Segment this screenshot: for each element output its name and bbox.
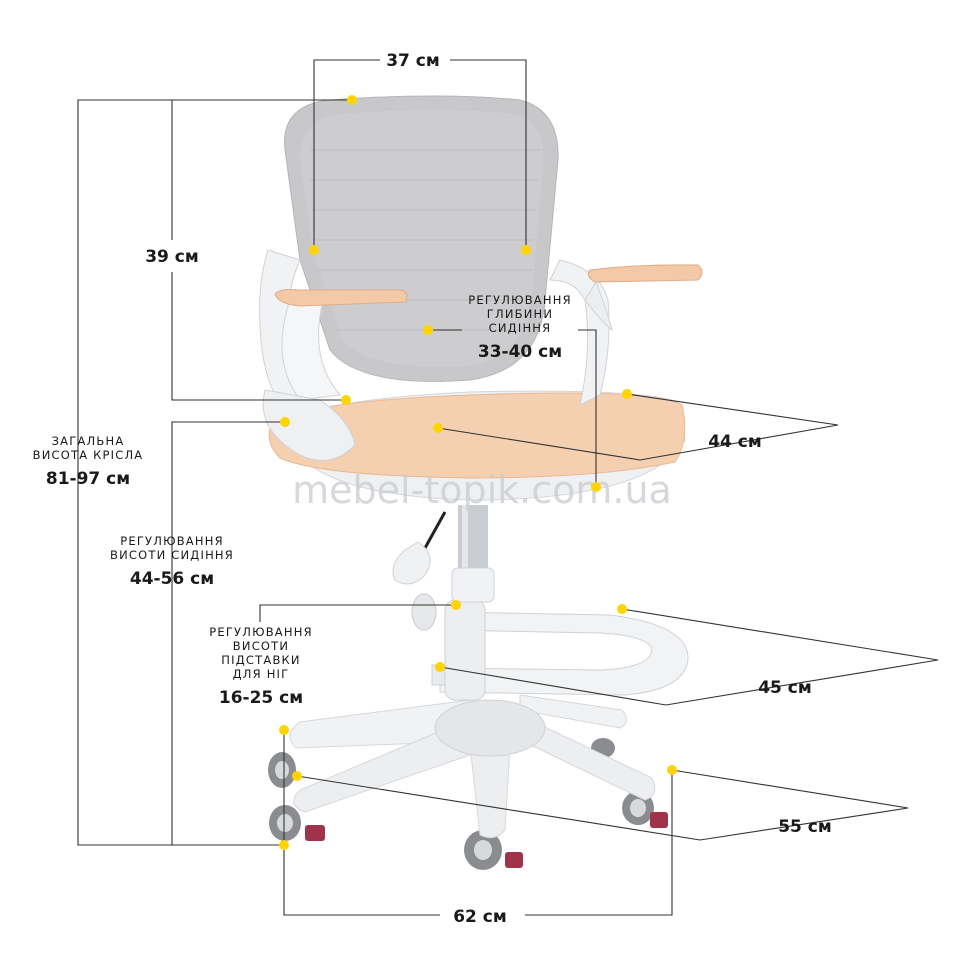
five-star-base — [289, 694, 656, 839]
point-seat-right — [622, 389, 632, 399]
point-backrest-bottom — [341, 395, 351, 405]
label-seat-depth-line1: РЕГУЛЮВАННЯ — [468, 293, 572, 307]
label-footrest-line1: РЕГУЛЮВАННЯ — [209, 625, 313, 639]
point-base-right — [667, 765, 677, 775]
label-seat-height-line1: РЕГУЛЮВАННЯ — [120, 534, 224, 548]
caster-wheels — [268, 738, 668, 870]
chair-illustration — [259, 95, 703, 870]
point-seat-center — [433, 423, 443, 433]
label-footrest-value: 16-25 см — [219, 688, 303, 708]
gas-lift — [392, 505, 495, 603]
point-footrest-ring — [617, 604, 627, 614]
point-backrest-top — [347, 95, 357, 105]
base-width-line-right — [525, 770, 673, 916]
mesh-backrest — [284, 95, 559, 382]
dimension-labels: 37 см 39 см РЕГУЛЮВАННЯ ГЛИБИНИ СИДІННЯ … — [33, 51, 832, 927]
footrest-height-line-top — [259, 604, 456, 622]
label-footrest-line4: ДЛЯ НІГ — [233, 667, 290, 681]
point-seat-left — [280, 417, 290, 427]
label-footrest-line3: ПІДСТАВКИ — [221, 653, 300, 667]
label-base-depth: 55 см — [778, 817, 832, 837]
base-width-line-left — [283, 845, 440, 916]
point-backrest-left — [309, 245, 319, 255]
label-base-width: 62 см — [453, 907, 507, 927]
footrest-ring — [411, 593, 689, 701]
label-seat-depth-line3: СИДІННЯ — [489, 321, 552, 335]
label-seat-height-line2: ВИСОТИ СИДІННЯ — [110, 548, 234, 562]
backrest-height-line-bottom — [171, 272, 346, 401]
point-base-leg — [292, 771, 302, 781]
label-backrest-height: 39 см — [145, 247, 199, 267]
point-seat-depth-back — [423, 325, 433, 335]
label-total-height-value: 81-97 см — [46, 469, 130, 489]
label-backrest-width: 37 см — [386, 51, 440, 71]
seat-height-line — [171, 421, 285, 845]
point-footrest-bar — [435, 662, 445, 672]
label-seat-depth-value: 33-40 см — [478, 342, 562, 362]
seat-depth-line-right — [578, 329, 597, 487]
label-seat-height-value: 44-56 см — [130, 569, 214, 589]
dimension-lines — [77, 59, 939, 916]
label-total-height-line1: ЗАГАЛЬНА — [52, 434, 125, 448]
label-footrest-line2: ВИСОТИ — [233, 639, 289, 653]
point-base-left — [279, 725, 289, 735]
seat-width-line — [437, 393, 839, 461]
measurement-points — [279, 95, 677, 850]
armrest-frame — [259, 249, 703, 462]
point-backrest-right — [521, 245, 531, 255]
point-base-bottom — [279, 840, 289, 850]
total-height-line — [77, 99, 352, 846]
base-depth-line — [296, 769, 909, 841]
label-total-height-line2: ВИСОТА КРІСЛА — [33, 448, 144, 462]
backrest-width-line-right — [450, 59, 527, 250]
label-seat-width: 44 см — [708, 432, 762, 452]
label-seat-depth-line2: ГЛИБИНИ — [487, 307, 553, 321]
footrest-depth-line — [439, 608, 939, 706]
seat-cushion — [268, 390, 686, 501]
label-footrest-depth: 45 см — [758, 678, 812, 698]
watermark-text: mebel-topik.com.ua — [292, 468, 672, 512]
point-footrest-top — [451, 600, 461, 610]
point-seat-front — [591, 482, 601, 492]
backrest-width-line-left — [313, 59, 380, 250]
